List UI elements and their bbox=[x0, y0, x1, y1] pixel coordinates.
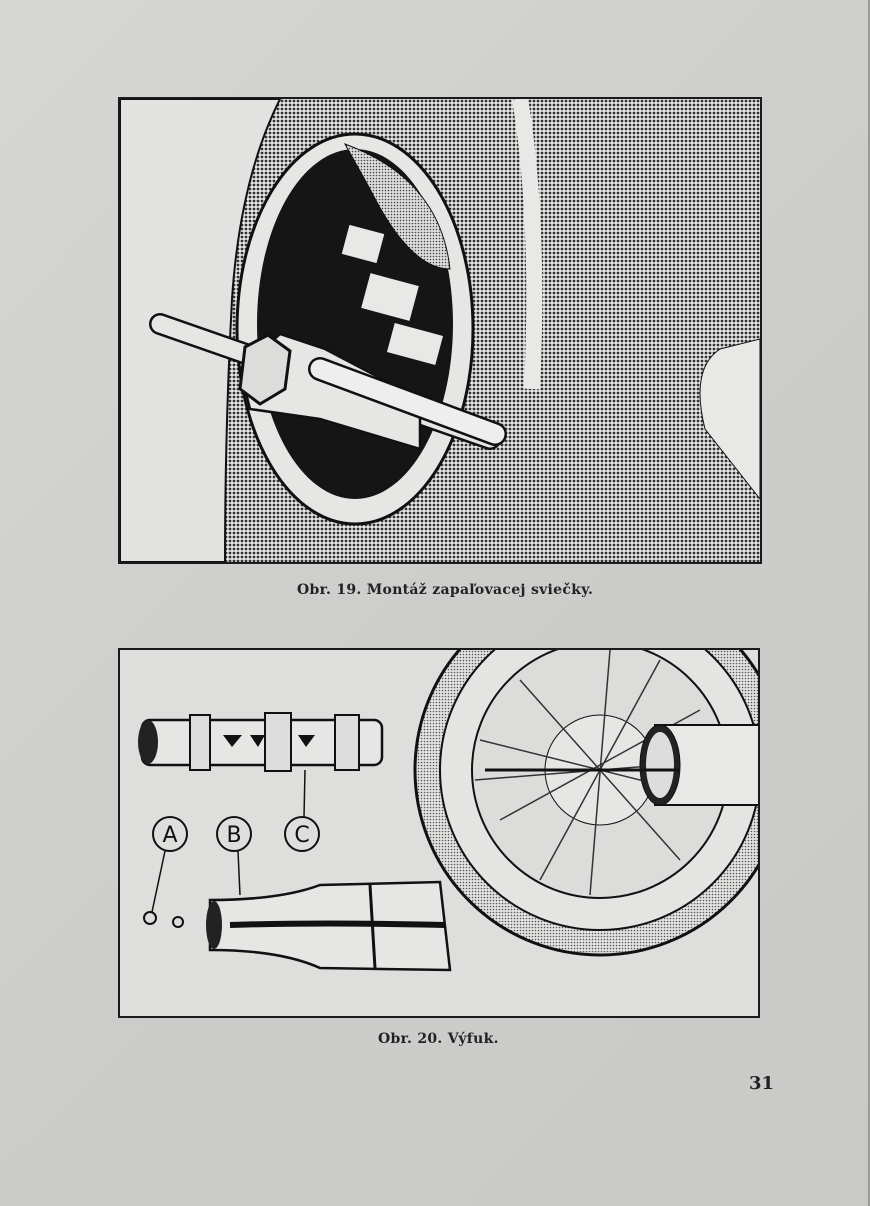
figure-spark-plug-mounting bbox=[118, 97, 762, 564]
part-labels: A B C bbox=[151, 769, 320, 913]
spark-plug-illustration bbox=[120, 99, 760, 562]
label-b: B bbox=[226, 823, 241, 848]
exhaust-pipe-drawing bbox=[143, 880, 452, 972]
figure-exhaust: A B C bbox=[118, 648, 760, 1018]
silencer-insert-drawing bbox=[138, 712, 384, 772]
exhaust-illustration: A B C bbox=[120, 650, 758, 1016]
wheel-drawing bbox=[120, 650, 758, 1016]
label-c: C bbox=[294, 823, 309, 848]
figure-20-caption: Obr. 20. Výfuk. bbox=[378, 1031, 499, 1047]
figure-19-caption: Obr. 19. Montáž zapaľovacej sviečky. bbox=[297, 582, 594, 598]
label-a: A bbox=[162, 823, 177, 848]
page-number: 31 bbox=[749, 1073, 775, 1094]
